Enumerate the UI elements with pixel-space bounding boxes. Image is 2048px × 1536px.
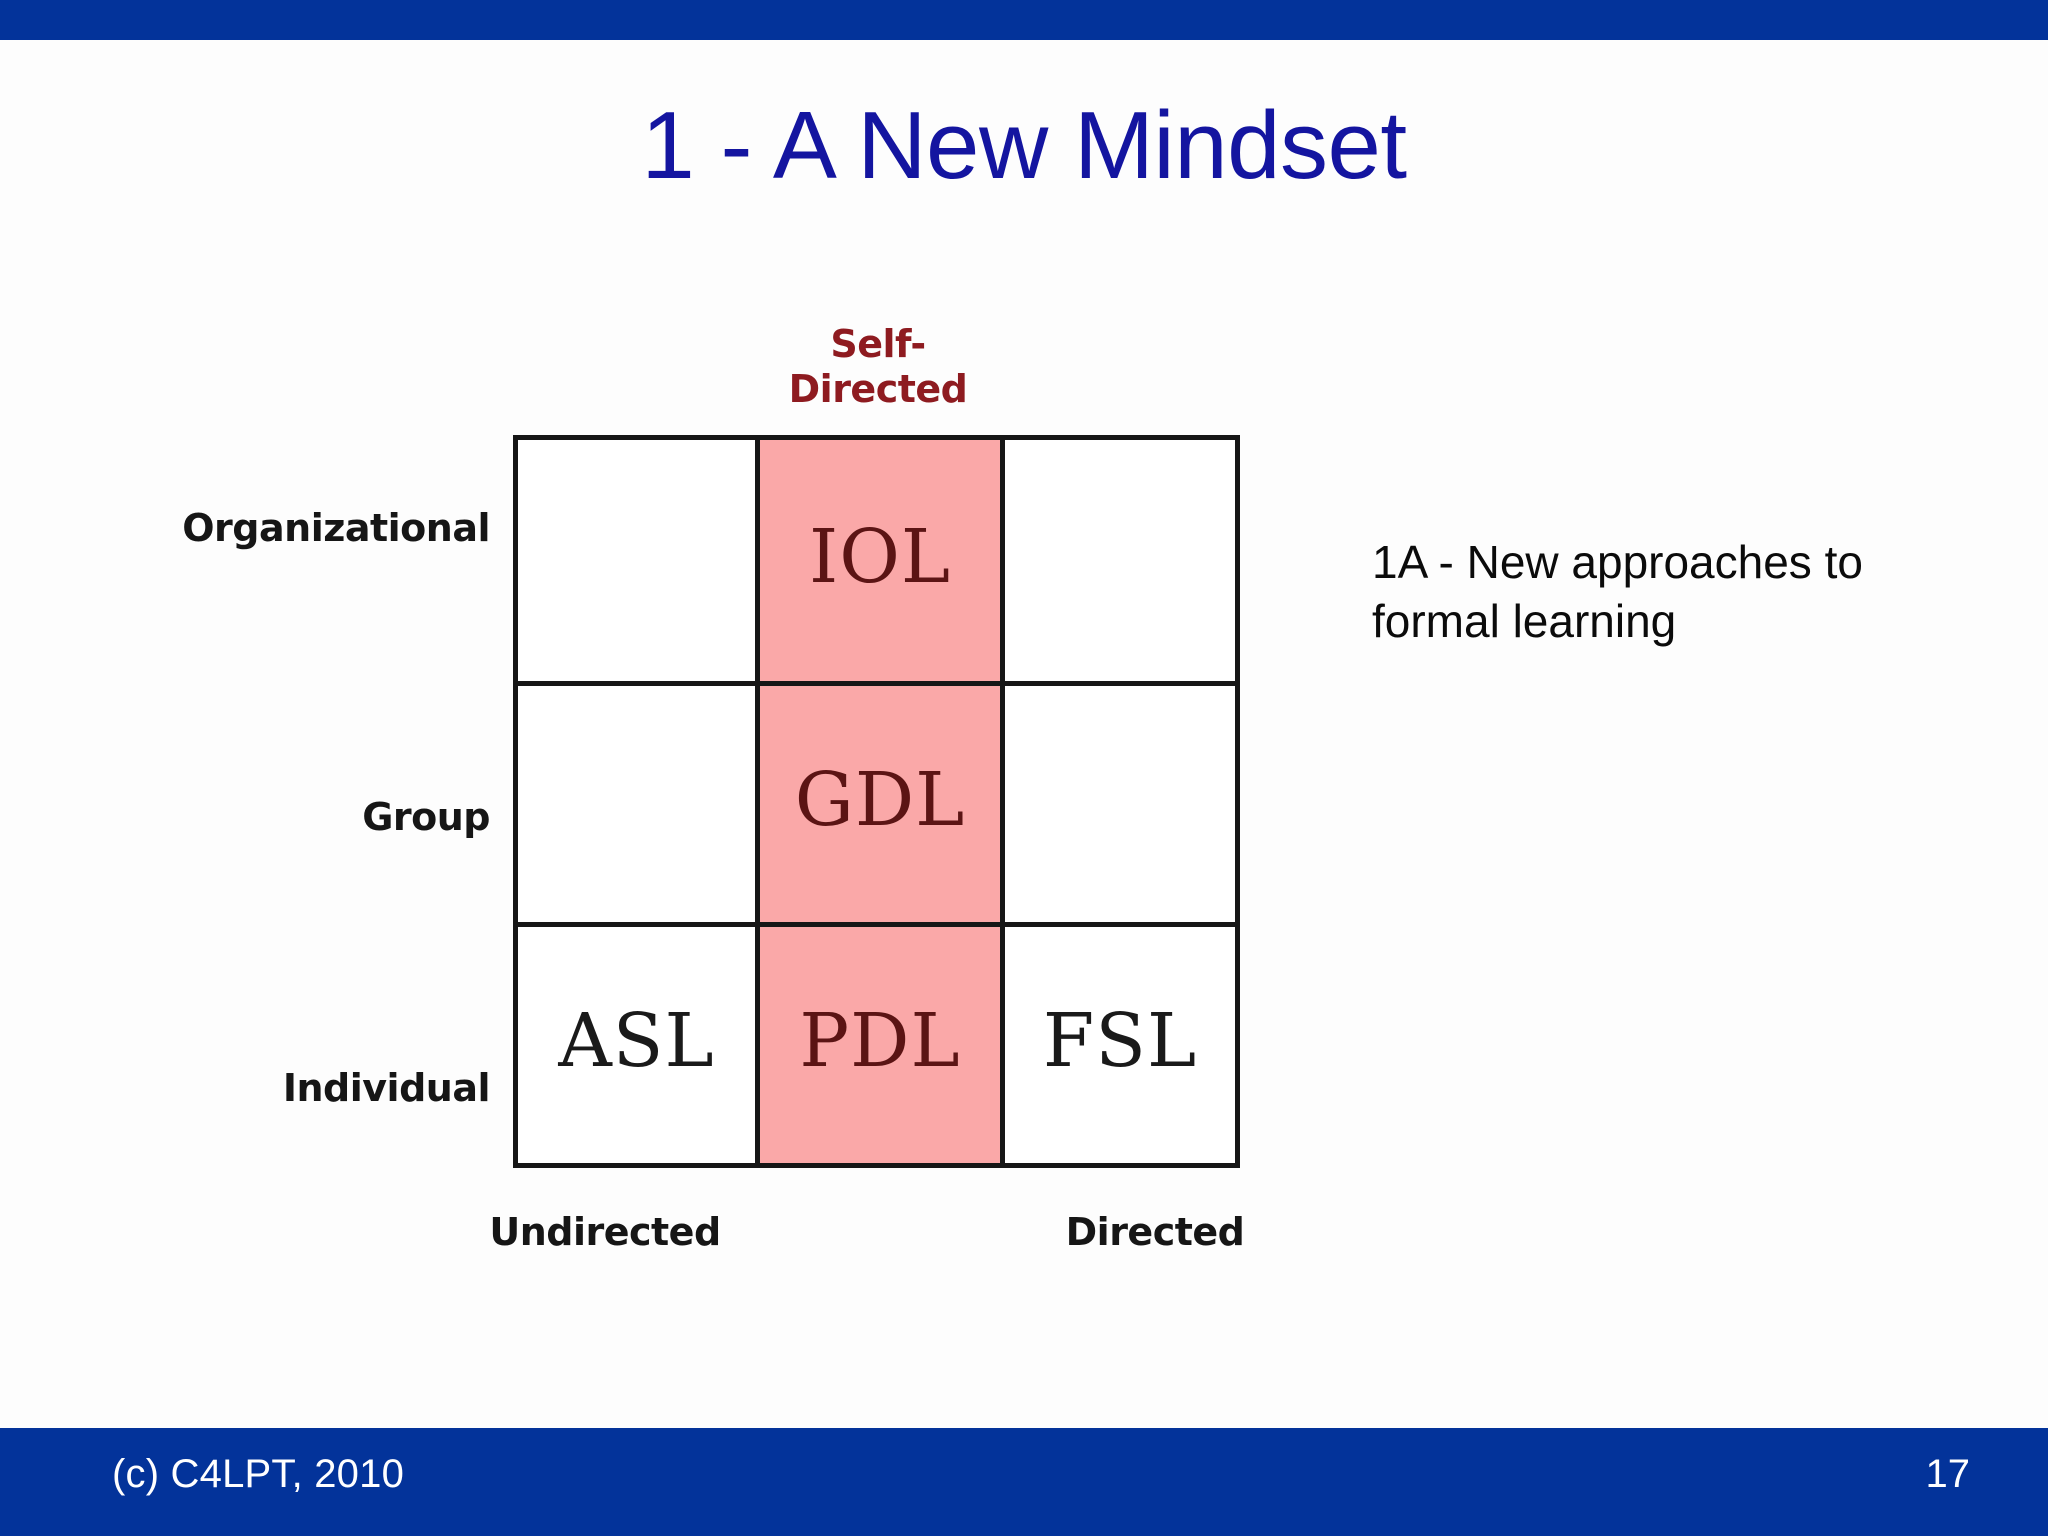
footer-page-number: 17	[1925, 1452, 1971, 1496]
matrix-cell-group-self-directed: GDL	[760, 686, 1005, 927]
axis-label-group: Group	[362, 795, 490, 839]
caption-text: 1A - New approaches to formal learning	[1372, 536, 1863, 647]
axis-label-self-directed-line2: Directed	[788, 366, 968, 411]
axis-label-directed: Directed	[1065, 1210, 1245, 1254]
footer-copyright: (c) C4LPT, 2010	[112, 1452, 405, 1496]
axis-label-self-directed-line1: Self-	[830, 322, 926, 366]
page-title: 1 - A New Mindset	[641, 92, 1407, 199]
matrix-cell-individual-self-directed: PDL	[760, 927, 1005, 1163]
matrix-cell-individual-directed: FSL	[1005, 927, 1235, 1163]
matrix-grid: IOL GDL ASL PDL FSL	[513, 435, 1240, 1168]
matrix-cell-label: IOL	[808, 513, 952, 600]
axis-label-organizational: Organizational	[182, 506, 490, 550]
matrix-cell-group-directed	[1005, 686, 1235, 927]
axis-label-undirected: Undirected	[489, 1210, 721, 1254]
matrix-cell-label: GDL	[794, 757, 966, 843]
matrix-cell-organizational-self-directed: IOL	[760, 440, 1005, 686]
matrix-cell-individual-undirected: ASL	[518, 927, 760, 1163]
matrix-cell-label: PDL	[799, 998, 961, 1084]
matrix-cell-organizational-undirected	[518, 440, 760, 686]
axis-label-individual: Individual	[282, 1066, 491, 1110]
matrix-cell-label: FSL	[1042, 998, 1198, 1084]
matrix-cell-label: ASL	[558, 998, 715, 1084]
top-accent-bar	[0, 0, 2048, 40]
bottom-accent-bar	[0, 1428, 2048, 1536]
matrix-cell-organizational-directed	[1005, 440, 1235, 686]
matrix-cell-group-undirected	[518, 686, 760, 927]
axis-label-self-directed: Self- Directed	[755, 322, 1001, 412]
